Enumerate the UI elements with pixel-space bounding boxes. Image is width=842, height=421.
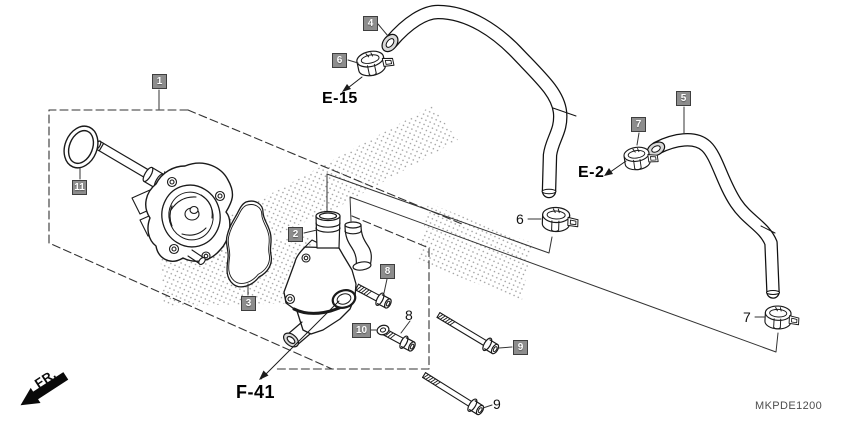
bolt-8-upper	[353, 280, 394, 312]
fr-direction-arrow-icon	[20, 372, 69, 406]
plain-callout-8: 8	[405, 307, 413, 323]
bolt-9-lower	[419, 368, 487, 418]
callout-leader-lines	[79, 23, 766, 409]
o-ring	[63, 125, 99, 169]
diagram-code: MKPDE1200	[755, 400, 823, 412]
gasket	[225, 200, 273, 288]
water-hose-b	[646, 133, 780, 299]
cover-port-large	[315, 210, 341, 249]
callout-7[interactable]: 7	[631, 117, 646, 132]
dashed-outline-box-1	[48, 109, 463, 370]
hose-clamp-6-mid	[541, 206, 579, 233]
pump-cover	[282, 210, 372, 348]
reference-label-e15: E-15	[322, 90, 358, 107]
washer-10	[376, 324, 390, 336]
hose-attachment-leader-lines	[326, 173, 779, 353]
plain-callout-6: 6	[516, 211, 524, 227]
reference-label-e2: E-2	[578, 164, 605, 181]
plain-callout-9: 9	[493, 396, 501, 412]
callout-6[interactable]: 6	[332, 53, 347, 68]
reference-label-f41: F-41	[236, 382, 276, 402]
water-pump-assembly	[94, 140, 234, 266]
callout-4[interactable]: 4	[363, 16, 378, 31]
callout-5[interactable]: 5	[676, 91, 691, 106]
water-hose-a	[381, 4, 577, 199]
reference-arrows	[259, 76, 627, 380]
cover-port-small	[344, 221, 372, 271]
callout-8[interactable]: 8	[380, 264, 395, 279]
callout-1[interactable]: 1	[152, 74, 167, 89]
bolt-9-upper	[434, 308, 502, 357]
callout-11[interactable]: 11	[72, 180, 87, 195]
hose-clamp-7-bottom	[763, 304, 801, 331]
dashed-outline-box-f41	[276, 215, 430, 370]
callout-2[interactable]: 2	[288, 227, 303, 242]
callout-3[interactable]: 3	[241, 296, 256, 311]
plain-callout-7: 7	[743, 309, 751, 325]
callout-9[interactable]: 9	[513, 340, 528, 355]
callout-10[interactable]: 10	[352, 323, 371, 338]
